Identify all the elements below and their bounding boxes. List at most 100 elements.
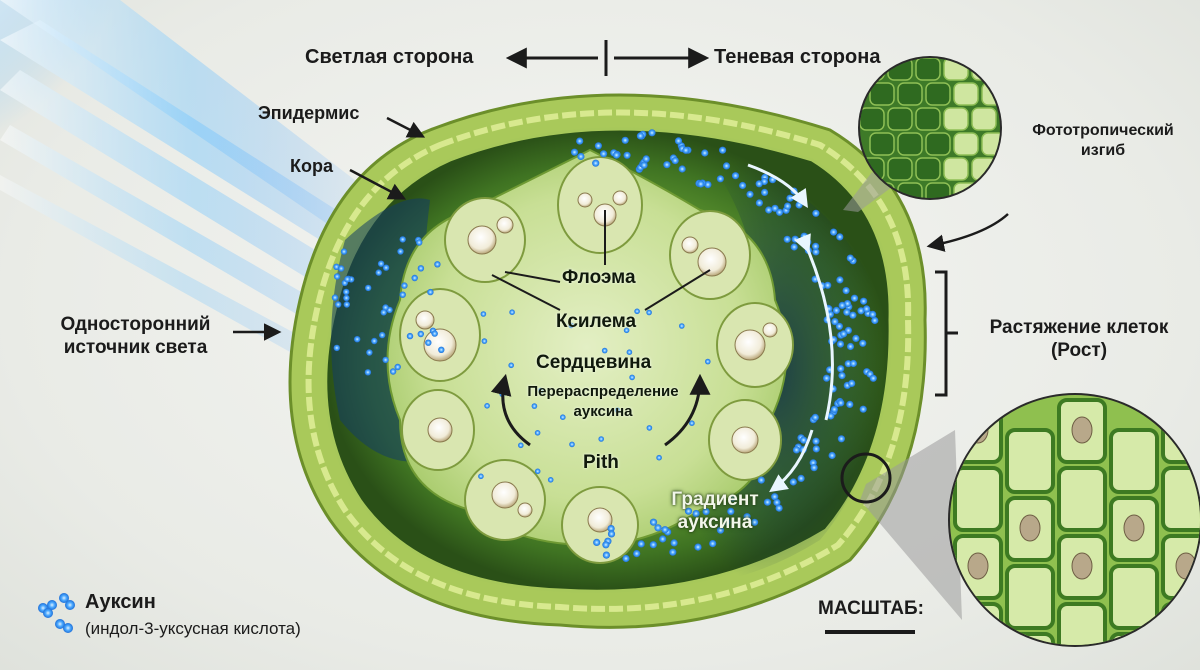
cell-nucleus (1123, 514, 1145, 542)
vascular-bundle (716, 302, 794, 388)
scale-label: МАСШТАБ: (818, 598, 925, 619)
auxin-particle (828, 451, 836, 460)
auxin-particle (857, 307, 865, 315)
auxin-particle (538, 387, 544, 394)
auxin-particle (568, 322, 574, 329)
cortex-label: Кора (290, 156, 333, 176)
auxin-particle (364, 369, 372, 376)
auxin-particle (812, 209, 820, 217)
zoom-cell (925, 82, 951, 106)
auxin-particle (534, 430, 541, 436)
auxin-particle (434, 261, 441, 268)
auxin-particle (380, 309, 387, 316)
zoom-connector (843, 172, 892, 212)
auxin-particle (848, 379, 856, 387)
auxin-particle (692, 509, 700, 518)
auxin-particle (746, 190, 754, 198)
auxin-particle (795, 201, 803, 209)
auxin-particle (594, 142, 603, 150)
auxin-particle (382, 356, 389, 364)
auxin-particle (371, 337, 378, 345)
auxin-particle (343, 294, 350, 302)
auxin-particle (481, 338, 488, 344)
zoom-cell (981, 82, 1000, 106)
cell-nucleus (1124, 651, 1144, 670)
auxin-particle (812, 445, 820, 453)
auxin-particle (827, 412, 835, 420)
zoom-cell (943, 107, 969, 131)
auxin-particle (480, 311, 487, 317)
auxin-particle (823, 374, 831, 382)
auxin-particle (679, 323, 685, 329)
auxin-particle (669, 548, 677, 556)
auxin-particle (416, 239, 423, 246)
redistribution-label: Перераспределение ауксина (508, 382, 698, 422)
zoom-cell (953, 132, 979, 156)
bend-arrow (926, 213, 1009, 252)
zoom-connector (860, 430, 962, 620)
auxin-particle (694, 543, 702, 551)
auxin-particle (850, 294, 859, 302)
auxin-particle (417, 330, 424, 338)
vascular-bundle (561, 486, 639, 564)
auxin-particle (842, 287, 850, 295)
auxin-particle (832, 306, 841, 314)
zoom-cell (869, 132, 895, 156)
auxin-particle (719, 146, 727, 154)
auxin-particle (654, 524, 662, 532)
auxin-particle (739, 181, 747, 190)
zoom-inset-bottom (840, 393, 1200, 670)
zoom-cell (869, 82, 895, 106)
redistribution-line2: ауксина (573, 403, 633, 420)
epidermis-pointer (386, 116, 426, 138)
auxin-particle (614, 407, 621, 414)
auxin-particle (659, 535, 667, 543)
pith-label-ru: Сердцевина (536, 352, 652, 373)
vascular-bundle (444, 197, 526, 283)
auxin-particle (531, 403, 538, 409)
redistribution-arrow-right (664, 373, 711, 447)
auxin-particle (849, 359, 858, 368)
auxin-particle (824, 281, 832, 289)
pith-label-en: Pith (583, 452, 619, 473)
auxin-particle (775, 208, 784, 216)
zoom-cell (943, 157, 969, 181)
zoom-cell (971, 107, 997, 131)
redistribution-line1: Перераспределение (527, 383, 679, 400)
auxin-particle (547, 477, 554, 483)
auxin-particle (775, 504, 783, 512)
auxin-particle (859, 339, 867, 347)
auxin-particle (607, 525, 615, 533)
auxin-particle (602, 551, 611, 559)
auxin-particle (577, 152, 585, 161)
auxin-particle (852, 334, 860, 342)
zoom-cell (1005, 564, 1055, 630)
cell-nucleus (1071, 552, 1093, 580)
xylem-label: Ксилема (556, 311, 637, 332)
zoom-cell (925, 132, 951, 156)
auxin-particle (598, 436, 604, 442)
auxin-particle (849, 311, 857, 319)
gradient-line2: ауксина (677, 512, 753, 533)
auxin-particle (399, 236, 406, 243)
shadow-side-label: Теневая сторона (714, 46, 881, 68)
auxin-particle (417, 265, 425, 272)
auxin-particle (790, 243, 798, 251)
cell-nucleus (1020, 651, 1040, 670)
auxin-particle (731, 172, 740, 180)
auxin-particle (783, 235, 791, 243)
auxin-particle (761, 188, 769, 196)
auxin-particle (684, 507, 693, 515)
auxin-particle (716, 175, 725, 183)
auxin-particle (689, 420, 695, 427)
auxin-particle (622, 554, 630, 563)
phototropic-bend-label: Фототропический изгиб (1008, 121, 1198, 161)
auxin-particle (340, 248, 348, 255)
auxin-particle (661, 526, 669, 534)
auxin-particle (709, 540, 717, 548)
auxin-particle (846, 342, 855, 351)
auxin-particle (401, 282, 408, 289)
auxin-particle (830, 228, 838, 236)
auxin-particle (728, 494, 736, 502)
gradient-line1: Градиент (671, 489, 759, 510)
